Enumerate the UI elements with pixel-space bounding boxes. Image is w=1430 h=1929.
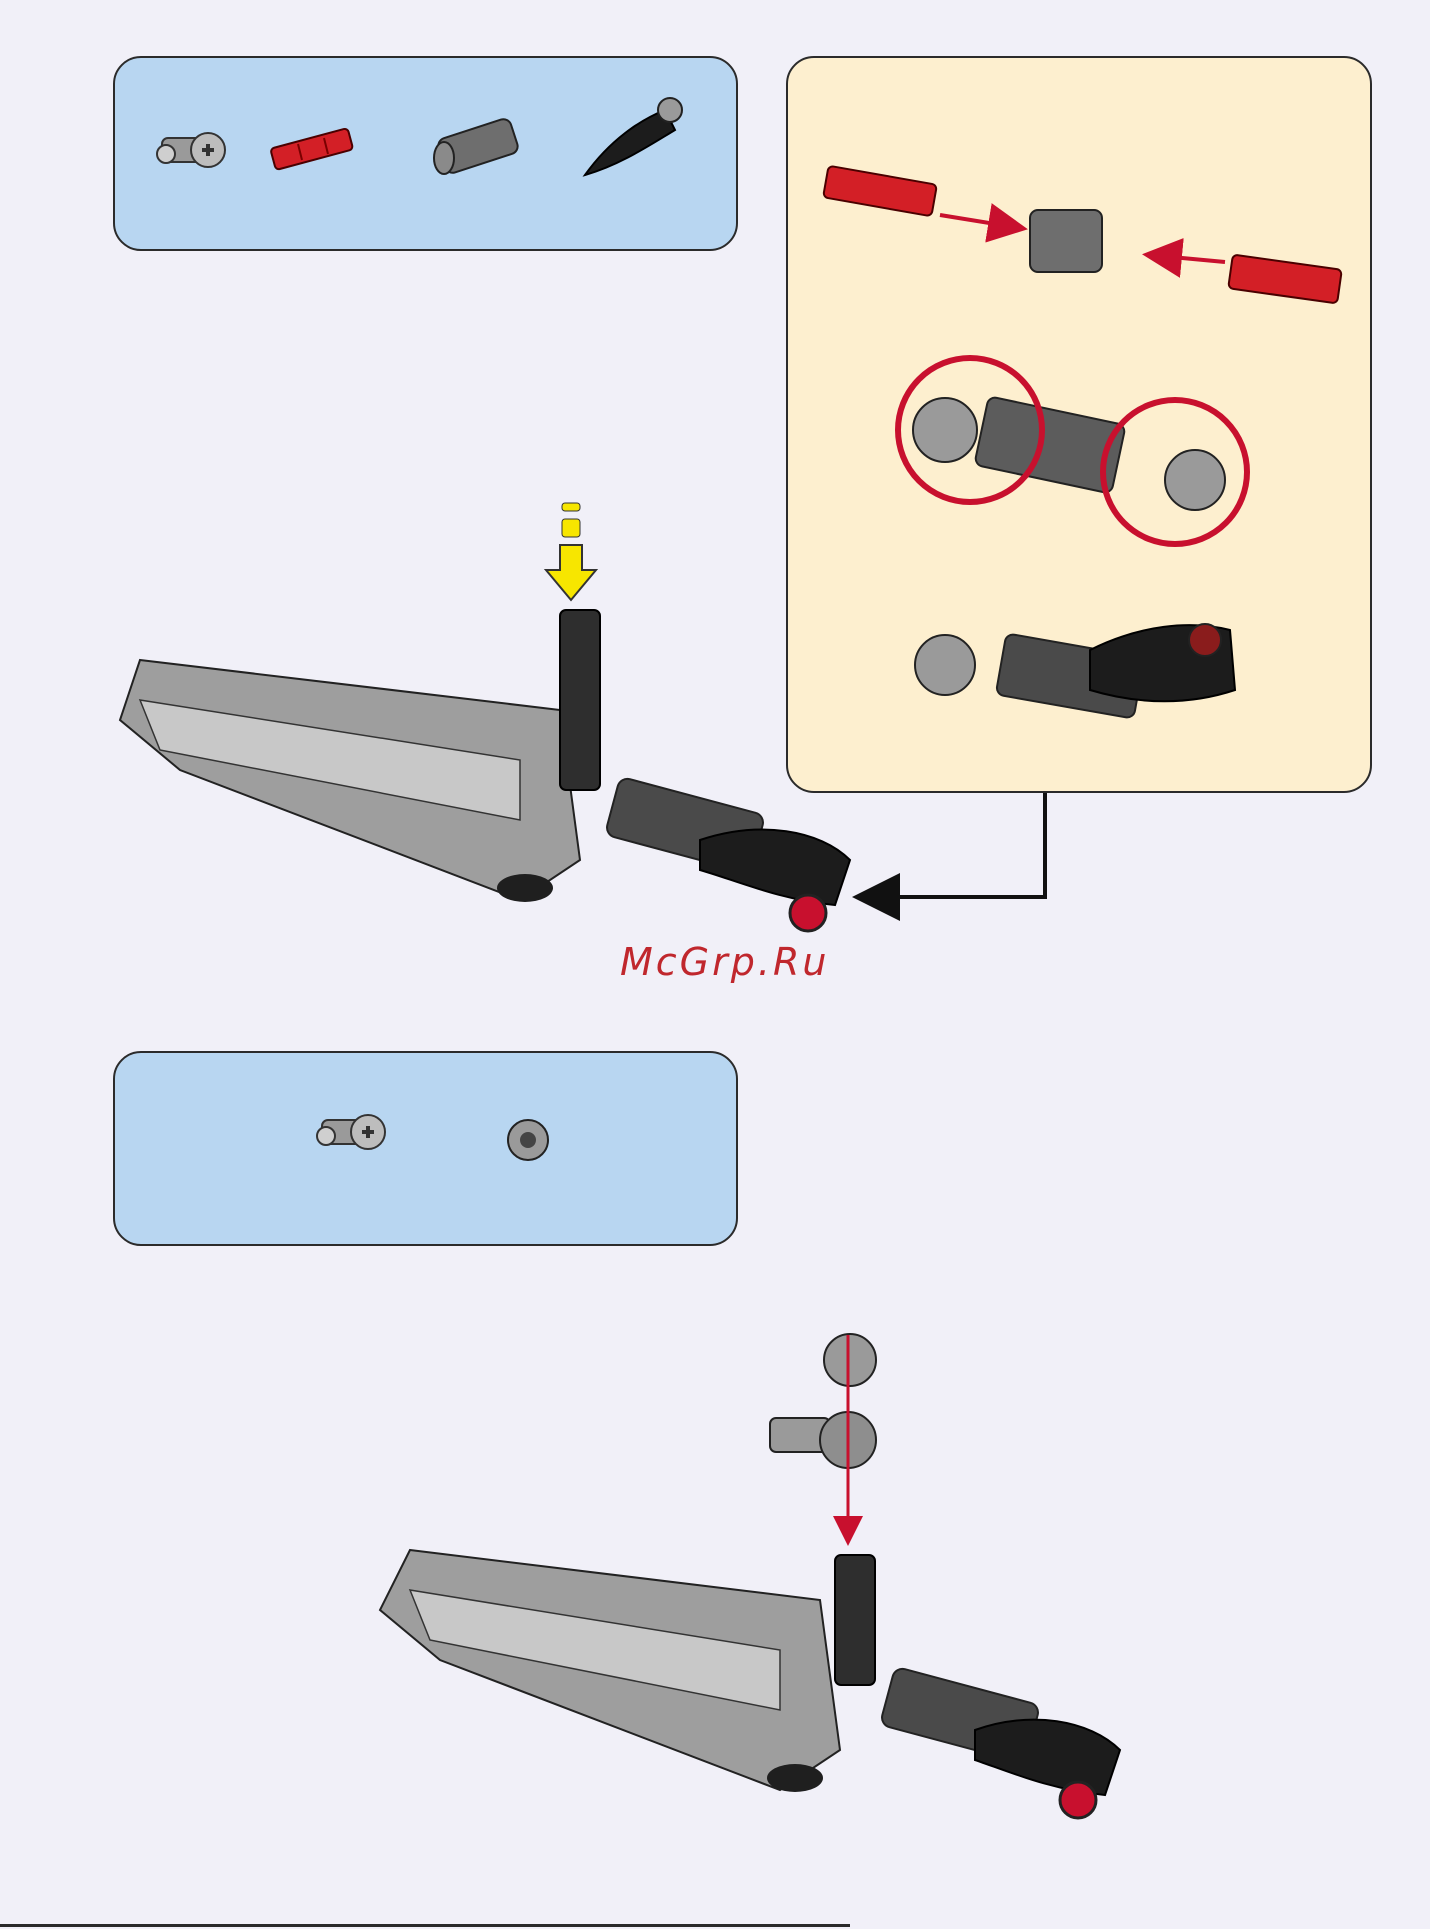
bush-part	[824, 1334, 876, 1386]
black-curved-panel-icon	[585, 98, 682, 175]
step1-model	[120, 610, 850, 931]
bush-icon	[508, 1120, 548, 1160]
watermark-text: McGrp.Ru	[620, 940, 829, 984]
red-axle-icon	[270, 128, 353, 170]
gray-axle-connector-icon	[434, 117, 520, 175]
axle-pin-connector-icon	[317, 1115, 385, 1149]
subassembly-axles	[823, 166, 1342, 304]
insertion-arrow-icon	[546, 503, 596, 600]
axle-pin-connector-icon	[157, 133, 225, 167]
subassembly-finished	[915, 624, 1235, 719]
page-footer-rule	[0, 1924, 850, 1927]
subassembly-connectors	[898, 358, 1247, 544]
step2-model	[380, 1334, 1120, 1818]
